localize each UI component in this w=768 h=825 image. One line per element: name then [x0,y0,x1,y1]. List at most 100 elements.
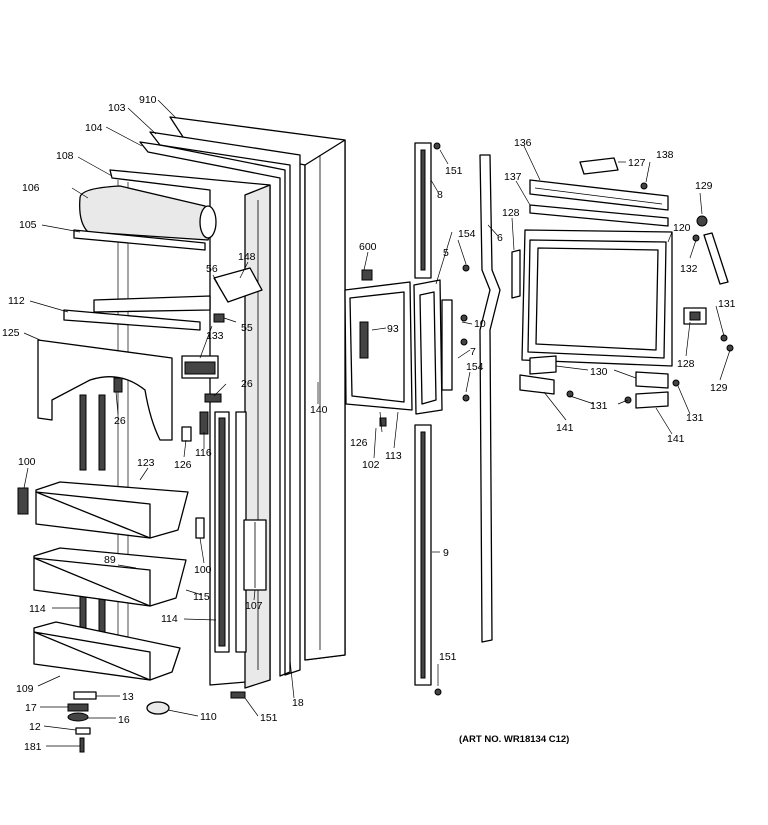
callout-137: 137 [504,171,522,183]
link-arm-left [511,249,521,299]
art-number: (ART NO. WR18134 C12) [459,734,569,745]
callout-labels: 910 103 104 108 106 105 112 125 56 148 5… [2,94,736,753]
dispenser-lens-137 [529,204,669,227]
hinge-bracket-5 [413,279,443,415]
callout-12: 12 [29,721,41,733]
dispenser-housing [37,339,173,441]
callout-105: 105 [19,219,37,231]
door-liner-rails [79,394,247,653]
callout-107: 107 [245,600,263,612]
callout-138: 138 [656,149,674,161]
callout-131-right: 131 [718,298,736,310]
callout-109: 109 [16,683,34,695]
ice-bin-cover [79,185,217,241]
callout-131-lower: 131 [686,412,704,424]
door-shelf-upper [35,481,189,539]
hinge-141-right [635,391,669,409]
leader-lines [23,99,731,747]
door-shelf-lower [33,621,181,681]
callout-128-left: 128 [502,207,520,219]
callout-600: 600 [359,241,377,253]
callout-93: 93 [387,323,399,335]
dispenser-recess-frame [521,229,673,367]
callout-126-left: 126 [174,459,192,471]
callout-9: 9 [443,547,449,559]
screws-131 [566,182,734,404]
callout-6: 6 [497,232,503,244]
callout-115: 115 [193,591,210,603]
callout-7: 7 [470,346,476,358]
callout-181: 181 [24,741,42,753]
callout-89: 89 [104,554,116,566]
callout-113: 113 [385,450,402,462]
callout-126-middle: 126 [350,437,368,449]
callout-100-right: 100 [194,564,212,576]
callout-103: 103 [108,102,126,114]
callout-128-right: 128 [677,358,695,370]
switch-cover-127 [579,157,619,175]
callout-110: 110 [200,711,217,723]
callout-131-middle: 131 [590,400,608,412]
callout-26-left: 26 [114,415,126,427]
callout-151-bottom: 151 [439,651,457,663]
callout-120: 120 [673,222,691,234]
callout-106: 106 [22,182,40,194]
callout-104: 104 [85,122,103,134]
callout-133: 133 [206,330,224,342]
callout-108: 108 [56,150,74,162]
callout-55: 55 [241,322,253,334]
callout-127: 127 [628,157,646,169]
ice-bin-shelf [73,229,206,251]
callout-5: 5 [443,247,449,259]
callout-129-bottom: 129 [710,382,728,394]
callout-123: 123 [137,457,155,469]
callout-114-right: 114 [161,613,178,625]
callout-26-right: 26 [241,378,253,390]
callout-8: 8 [437,189,443,201]
callout-112: 112 [8,295,25,307]
callout-102: 102 [362,459,380,471]
door-gasket-frame [139,131,301,677]
hinge-arm-128 [683,307,707,325]
small-parts [17,267,263,753]
hinge-pin-parts [433,142,470,696]
dispenser-top-rail-136 [529,179,669,211]
callout-100-left: 100 [18,456,36,468]
callout-141-left: 141 [556,422,574,434]
callout-129-top: 129 [695,180,713,192]
callout-125: 125 [2,327,20,339]
dispenser-actuator [113,355,219,393]
shelf-retainer-107 [243,519,267,591]
hinge-block-130-right [635,371,669,389]
callout-56: 56 [206,263,218,275]
hinge-block-130-left [529,355,557,375]
callout-10: 10 [474,318,486,330]
door-handle-strip-upper [414,142,432,279]
callout-130: 130 [590,366,608,378]
callout-136: 136 [514,137,532,149]
link-arm-right [692,215,729,285]
callout-140: 140 [310,404,328,416]
door-outer-panel [169,116,346,661]
callout-116: 116 [195,447,212,459]
callout-151-bottom-left: 151 [260,712,278,724]
callout-16: 16 [118,714,130,726]
callout-154-top: 154 [458,228,476,240]
door-handle-strip-lower [414,424,432,686]
callout-114-left: 114 [29,603,46,615]
handle-trim-6 [479,154,501,643]
callout-141-right: 141 [667,433,685,445]
callout-910: 910 [139,94,157,106]
dispenser-chute-shelf [63,295,211,331]
door-shelf-middle [33,547,187,607]
callout-151-top: 151 [445,165,463,177]
callout-18: 18 [292,697,304,709]
dispenser-door-frame [344,269,413,427]
callout-132: 132 [680,263,698,275]
callout-148: 148 [238,251,256,263]
callout-13: 13 [122,691,134,703]
callout-154-bottom: 154 [466,361,484,373]
callout-17: 17 [25,702,37,714]
hinge-141-left [519,374,555,395]
